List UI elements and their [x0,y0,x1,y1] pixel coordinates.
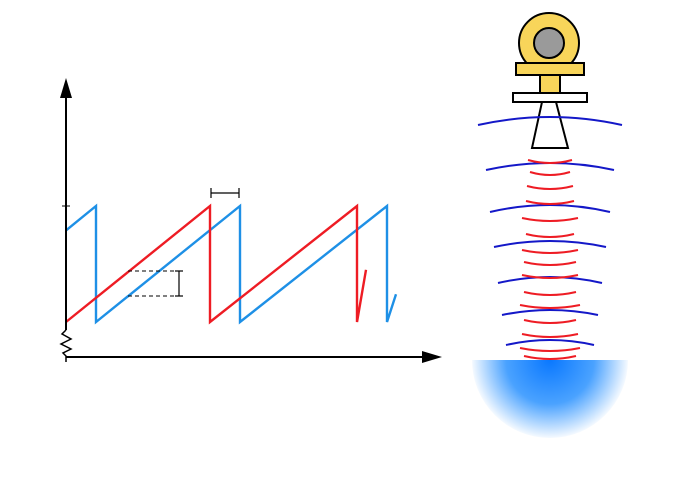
reflected-wave-arc [493,240,607,248]
transmitted-wave-arc [529,171,571,176]
transmitted-wave-arc [519,304,581,309]
transmitted-wave-arc [523,319,577,324]
transmitted-wave-arc [525,233,575,238]
transmitted-wave-arc [521,274,579,279]
frequency-time-chart [59,78,442,363]
transmitted-wave-arc [521,217,579,222]
reflected-wave-arc [477,116,623,126]
sensor-neck [539,74,561,94]
y-axis-arrow [60,78,72,98]
radar-level-sensor-icon [472,12,628,438]
x-axis-arrow [422,351,442,363]
chart-series-group [65,203,398,325]
received-signal-line [65,203,398,325]
reflected-wave-arc [489,204,611,213]
transmitted-wave-arc [523,355,577,360]
transmitted-wave-arc [525,200,575,205]
transmitted-wave-arc [521,333,579,338]
radar-wave-group [477,116,623,360]
reflected-wave-arc [505,339,595,346]
transmitted-wave-arc [523,291,577,296]
reflected-wave-arc [501,309,599,316]
axis-break-icon [59,329,73,362]
transmitted-wave-arc [523,261,577,266]
sensor-lens [533,27,565,59]
sensor-flange [512,92,588,103]
transmitted-wave-arc [519,347,581,352]
transmitted-signal-line [65,203,368,325]
reflected-wave-arc [485,162,615,171]
transmitted-wave-arc [526,185,574,190]
transmitted-wave-arc [521,249,579,254]
transmitted-wave-arc [527,159,573,164]
sensor-collar [515,62,585,76]
sensor-horn-antenna [530,101,570,149]
liquid-surface [472,360,628,438]
